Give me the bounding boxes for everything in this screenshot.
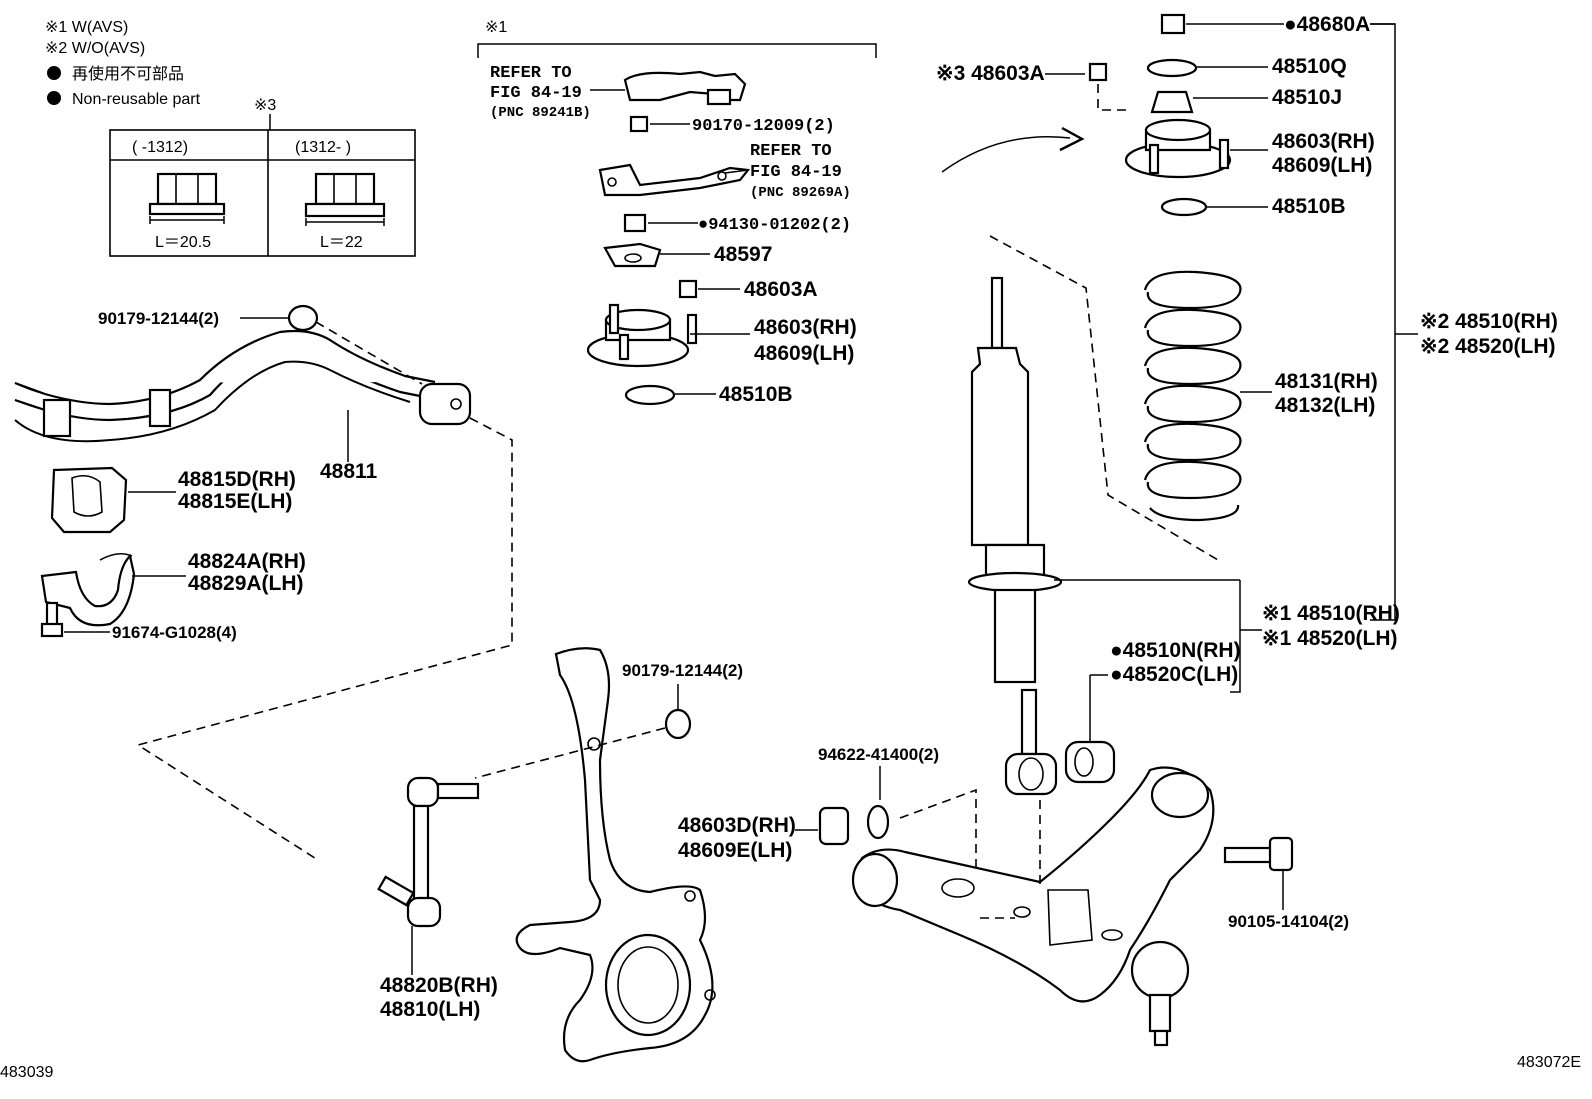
refer-a-2: FIG 84-19 (490, 84, 582, 103)
upper-mount-stack: ●48680A 48510Q 48510J ※3 48603A 48603(RH… (936, 13, 1558, 621)
part-48811: 48811 (320, 460, 378, 483)
strut-mount-icon (586, 303, 698, 368)
table-col-2: (1312- ) (295, 139, 351, 156)
part-bush-rh: 48815D(RH) (178, 468, 296, 491)
part-bracket-lh: 48829A(LH) (188, 572, 304, 595)
seat-icon (1160, 197, 1208, 217)
legend-dot-jp: 再使用不可部品 (72, 65, 184, 83)
part-48510Q: 48510Q (1272, 55, 1347, 78)
part-48603A: 48603A (744, 278, 818, 301)
assy2-rh: ※2 48510(RH) (1420, 310, 1558, 333)
figure-code-right: 483072E (1517, 1054, 1581, 1071)
part-nut-48603A: ※3 48603A (936, 62, 1045, 85)
part-bushing-rh: 48603D(RH) (678, 814, 796, 837)
part-48510B-top: 48510B (719, 383, 793, 406)
part-bolt-90105: 90105-14104(2) (1228, 912, 1349, 931)
nut-icon (1160, 13, 1186, 35)
bushing-icon (623, 213, 647, 233)
retainer-icon (603, 242, 662, 268)
steering-knuckle-icon (515, 647, 716, 1063)
part-48609-lh: 48609(LH) (754, 342, 854, 365)
refer-b-2: FIG 84-19 (750, 163, 842, 182)
refer-a-3: (PNC 89241B) (490, 105, 591, 121)
seat-icon (624, 384, 676, 406)
part-48510B: 48510B (1272, 195, 1346, 218)
bushing-icon (818, 806, 850, 846)
legend: ※1 W(AVS) ※2 W/O(AVS) 再使用不可部品 Non-reusab… (45, 19, 416, 257)
part-bushing-lh: 48609E(LH) (678, 839, 792, 862)
part-mount-rh: 48603(RH) (1272, 130, 1375, 153)
part-bush-lh: 48815E(LH) (178, 490, 292, 513)
part-48597: 48597 (714, 243, 772, 266)
actuator-icon (623, 70, 747, 106)
coil-spring-icon (1143, 270, 1242, 522)
nut-length-table (109, 129, 416, 257)
table-col-1: ( -1312) (132, 139, 188, 156)
part-94130: ●94130-01202(2) (698, 216, 851, 235)
nut-icon (304, 172, 386, 226)
part-bush-lh: ●48520C(LH) (1110, 663, 1238, 686)
nut-icon (629, 115, 649, 133)
refer-b-1: REFER TO (750, 142, 832, 161)
part-link-rh: 48820B(RH) (380, 974, 498, 997)
part-48510J: 48510J (1272, 86, 1342, 109)
legend-note-2: ※2 W/O(AVS) (45, 40, 145, 57)
part-90179-top: 90179-12144(2) (98, 309, 219, 328)
part-spring-rh: 48131(RH) (1275, 370, 1378, 393)
bumper-icon (1150, 90, 1194, 114)
part-washer: 94622-41400(2) (818, 745, 939, 764)
part-bracket-rh: 48824A(RH) (188, 550, 306, 573)
avs-upper-group: ※1 REFER TO FIG 84-19 (PNC 89241B) 90170… (477, 19, 877, 406)
stabilizer-bar-icon (14, 329, 472, 443)
washer-icon (866, 804, 890, 840)
refer-b-3: (PNC 89269A) (750, 185, 851, 201)
assy2-lh: ※2 48520(LH) (1420, 335, 1556, 358)
bracket-icon (598, 163, 751, 197)
nut-icon (1088, 62, 1108, 82)
part-spring-lh: 48132(LH) (1275, 394, 1375, 417)
bracket-icon (40, 552, 136, 627)
arrow-icon (941, 135, 1071, 173)
table-len-1: L＝20.5 (155, 234, 211, 251)
bolt-icon (40, 601, 64, 638)
table-len-2: L＝22 (320, 234, 363, 251)
nut-icon (664, 708, 692, 740)
legend-dot-en: Non-reusable part (72, 91, 201, 108)
bushing-icon (1064, 740, 1116, 784)
refer-a-1: REFER TO (490, 64, 572, 83)
part-mount-lh: 48609(LH) (1272, 154, 1372, 177)
bushing-icon (50, 466, 128, 534)
nut-icon (148, 172, 226, 224)
bolt-icon (1223, 836, 1294, 872)
nut-icon (678, 279, 698, 299)
dot-icon (47, 91, 61, 105)
part-48603-rh: 48603(RH) (754, 316, 857, 339)
lower-control-arm-icon (851, 766, 1215, 1047)
shock-absorber-icon (967, 235, 1219, 796)
legend-note-3: ※3 (254, 97, 276, 114)
stabilizer-link-icon (377, 776, 480, 928)
part-bolt-91674: 91674-G1028(4) (112, 623, 237, 642)
washer-icon (1146, 58, 1198, 78)
assy1-rh: ※1 48510(RH) (1262, 602, 1400, 625)
part-link-lh: 48810(LH) (380, 998, 480, 1021)
group-marker: ※1 (485, 19, 507, 36)
assy1-lh: ※1 48520(LH) (1262, 627, 1398, 650)
part-90170: 90170-12009(2) (692, 117, 835, 136)
dot-icon (47, 66, 61, 80)
figure-code-left: 483039 (0, 1064, 53, 1081)
part-90179-mid: 90179-12144(2) (622, 661, 743, 680)
strut-mount-icon (1124, 118, 1232, 179)
nut-icon (287, 304, 319, 332)
legend-note-1: ※1 W(AVS) (45, 19, 128, 36)
part-bush-rh: ●48510N(RH) (1110, 639, 1241, 662)
part-48680A: ●48680A (1284, 13, 1370, 36)
